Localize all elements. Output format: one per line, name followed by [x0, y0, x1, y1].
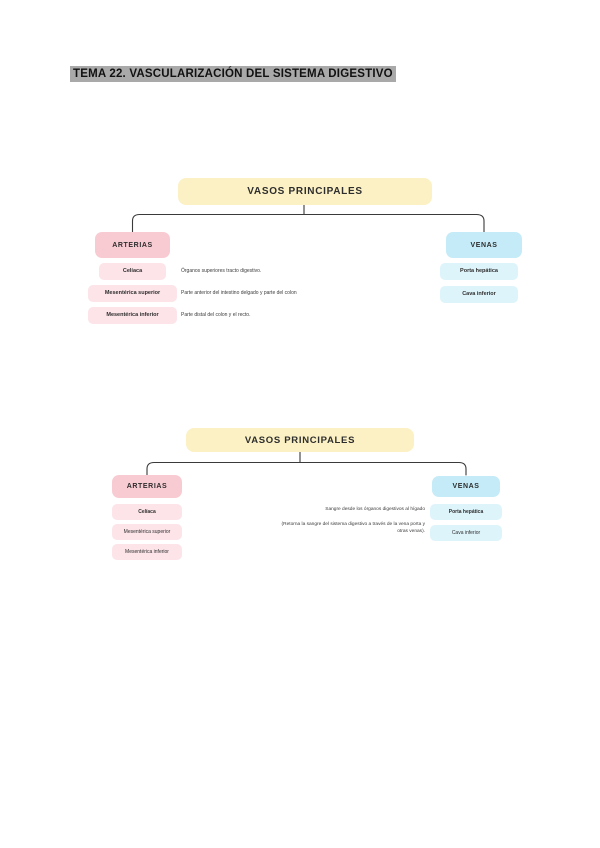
branch-connector: [131, 205, 485, 233]
veins-header: VENAS: [432, 476, 500, 497]
branch-connector: [146, 452, 467, 476]
vein-item: Cava inferior: [440, 286, 518, 303]
root-node: VASOS PRINCIPALES: [186, 428, 414, 452]
vein-item: Porta hepática: [430, 504, 502, 520]
root-node: VASOS PRINCIPALES: [178, 178, 432, 205]
vein-item: Cava inferior: [430, 525, 502, 541]
arteries-header: ARTERIAS: [112, 475, 182, 498]
item-description: Parte anterior del intestino delgado y p…: [181, 290, 297, 296]
artery-item: Mesentérica inferior: [112, 544, 182, 560]
item-description: (Retorna la sangre del sistema digestivo…: [281, 522, 425, 535]
artery-item: Celíaca: [112, 504, 182, 520]
artery-item: Celíaca: [99, 263, 166, 280]
vein-item: Porta hepática: [440, 263, 518, 280]
artery-item: Mesentérica superior: [88, 285, 177, 302]
page-title: TEMA 22. VASCULARIZACIÓN DEL SISTEMA DIG…: [70, 66, 396, 82]
veins-header: VENAS: [446, 232, 522, 258]
item-description: Sangre desde los órganos digestivos al h…: [325, 507, 425, 512]
artery-item: Mesentérica superior: [112, 524, 182, 540]
item-description: Parte distal del colon y el recto.: [181, 312, 251, 318]
artery-item: Mesentérica inferior: [88, 307, 177, 324]
arteries-header: ARTERIAS: [95, 232, 170, 258]
item-description: Órganos superiores tracto digestivo.: [181, 268, 262, 274]
